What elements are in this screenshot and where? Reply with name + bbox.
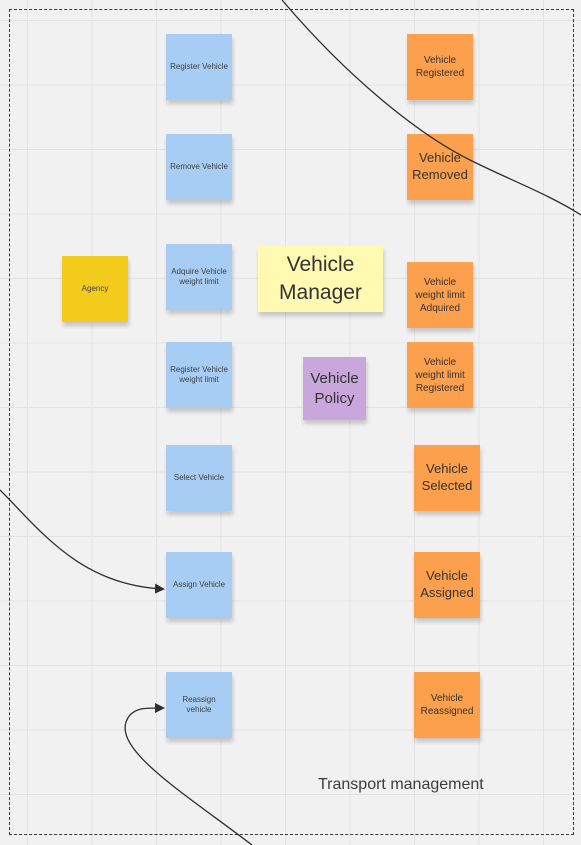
sticky-assign-vehicle[interactable]: Assign Vehicle — [166, 552, 232, 618]
sticky-remove-vehicle[interactable]: Remove Vehicle — [166, 134, 232, 200]
sticky-weight-limit-registered[interactable]: Vehicle weight limit Registered — [407, 342, 473, 408]
sticky-register-vehicle[interactable]: Register Vehicle — [166, 34, 232, 100]
board-frame[interactable] — [9, 9, 574, 835]
sticky-weight-limit-acquired[interactable]: Vehicle weight limit Adquired — [407, 262, 473, 328]
sticky-acquire-weight-limit[interactable]: Adquire Vehicle weight limit — [166, 244, 232, 310]
sticky-vehicle-manager[interactable]: Vehicle Manager — [258, 246, 383, 312]
sticky-vehicle-selected[interactable]: Vehicle Selected — [414, 445, 480, 511]
sticky-reassign-vehicle[interactable]: Reassign vehicle — [166, 672, 232, 738]
sticky-agency[interactable]: Agency — [62, 256, 128, 322]
sticky-register-weight-limit[interactable]: Register Vehicle weight limit — [166, 342, 232, 408]
frame-title[interactable]: Transport management — [318, 776, 484, 793]
sticky-vehicle-assigned[interactable]: Vehicle Assigned — [414, 552, 480, 618]
sticky-vehicle-policy[interactable]: Vehicle Policy — [303, 357, 366, 420]
sticky-vehicle-registered[interactable]: Vehicle Registered — [407, 34, 473, 100]
sticky-vehicle-removed[interactable]: Vehicle Removed — [407, 134, 473, 200]
sticky-select-vehicle[interactable]: Select Vehicle — [166, 445, 232, 511]
sticky-vehicle-reassigned[interactable]: Vehicle Reassigned — [414, 672, 480, 738]
